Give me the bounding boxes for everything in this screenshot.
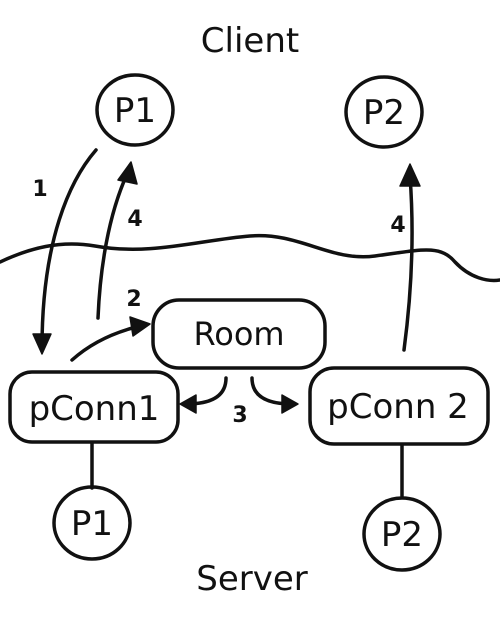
client-p2-label: P2 <box>363 93 405 133</box>
pconn1-node: pConn1 <box>8 370 180 444</box>
step-4-right-label: 4 <box>390 213 405 238</box>
arrow-step-4-left <box>96 161 138 320</box>
client-label: Client <box>201 21 299 61</box>
room-label: Room <box>193 315 284 353</box>
step-4-left-label: 4 <box>127 207 142 232</box>
server-p1-label: P1 <box>71 504 113 544</box>
pconn2-label: pConn 2 <box>327 387 469 427</box>
client-server-boundary <box>0 233 500 283</box>
server-p1-node: P1 <box>52 485 132 561</box>
server-label: Server <box>196 559 308 599</box>
arrow-step-4-right <box>399 163 421 352</box>
arrow-step-2 <box>70 316 151 362</box>
pconn2-node: pConn 2 <box>308 366 490 446</box>
server-p2-label: P2 <box>381 515 423 555</box>
client-p1-node: P1 <box>95 73 175 147</box>
pconn1-label: pConn1 <box>29 389 160 429</box>
step-3-label: 3 <box>232 403 247 428</box>
step-2-label: 2 <box>126 287 141 312</box>
client-p2-node: P2 <box>344 75 424 149</box>
arrow-step-3-left <box>179 376 228 414</box>
room-node: Room <box>151 298 327 370</box>
step-1-label: 1 <box>32 177 47 202</box>
arrow-step-1 <box>32 148 98 355</box>
client-p1-label: P1 <box>114 91 156 131</box>
arrow-step-3-right <box>250 376 299 414</box>
server-p2-node: P2 <box>362 496 442 572</box>
